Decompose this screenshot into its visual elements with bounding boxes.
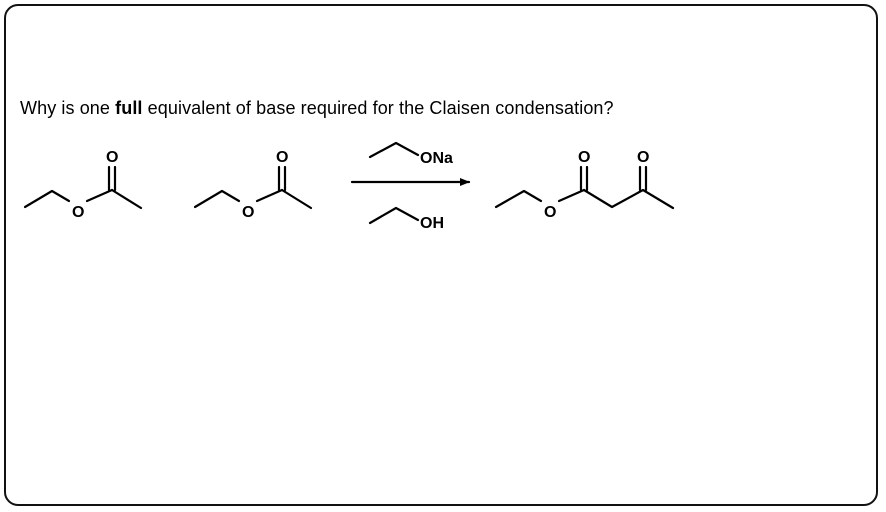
reactant-1-carbonyl-oxygen: O (106, 149, 118, 166)
reactant-2-carbonyl-oxygen: O (276, 149, 288, 166)
reactant-2-ester-oxygen: O (242, 204, 254, 221)
reactant-1-ethyl-acetate: O O (23, 149, 143, 221)
product-ester-oxygen: O (544, 204, 556, 221)
product-ethyl-acetoacetate: O O O (494, 149, 675, 221)
product-backbone (582, 188, 675, 210)
question-emphasis: full (115, 98, 143, 118)
question-part-1: Why is one (20, 98, 116, 118)
reactant-2-o-c-bond (255, 188, 284, 203)
reactant-1-methyl-bond (110, 188, 143, 210)
ethanol-label: OH (420, 215, 444, 232)
reaction-conditions: ONa OH (350, 141, 471, 232)
reactant-2-skeleton (193, 189, 241, 209)
product-ketone-oxygen: O (637, 149, 649, 166)
question-text: Why is one full equivalent of base requi… (20, 98, 614, 119)
reactant-2-methyl-bond (280, 188, 313, 210)
question-part-2: equivalent of base required for the Clai… (142, 98, 614, 118)
reactant-2-ethyl-acetate: O O (193, 149, 313, 221)
slide-frame (4, 4, 878, 506)
product-ester-carbonyl-oxygen: O (578, 149, 590, 166)
product-o-c-bond (557, 188, 586, 203)
reactant-1-skeleton (23, 189, 71, 209)
ethoxide-label: ONa (420, 150, 453, 167)
reactant-1-o-c-bond (85, 188, 114, 203)
ethoxide-ethyl-chain (368, 141, 420, 159)
reactant-1-ester-oxygen: O (72, 204, 84, 221)
product-ethyl-chain (494, 189, 543, 209)
ethanol-ethyl-chain (368, 206, 420, 225)
